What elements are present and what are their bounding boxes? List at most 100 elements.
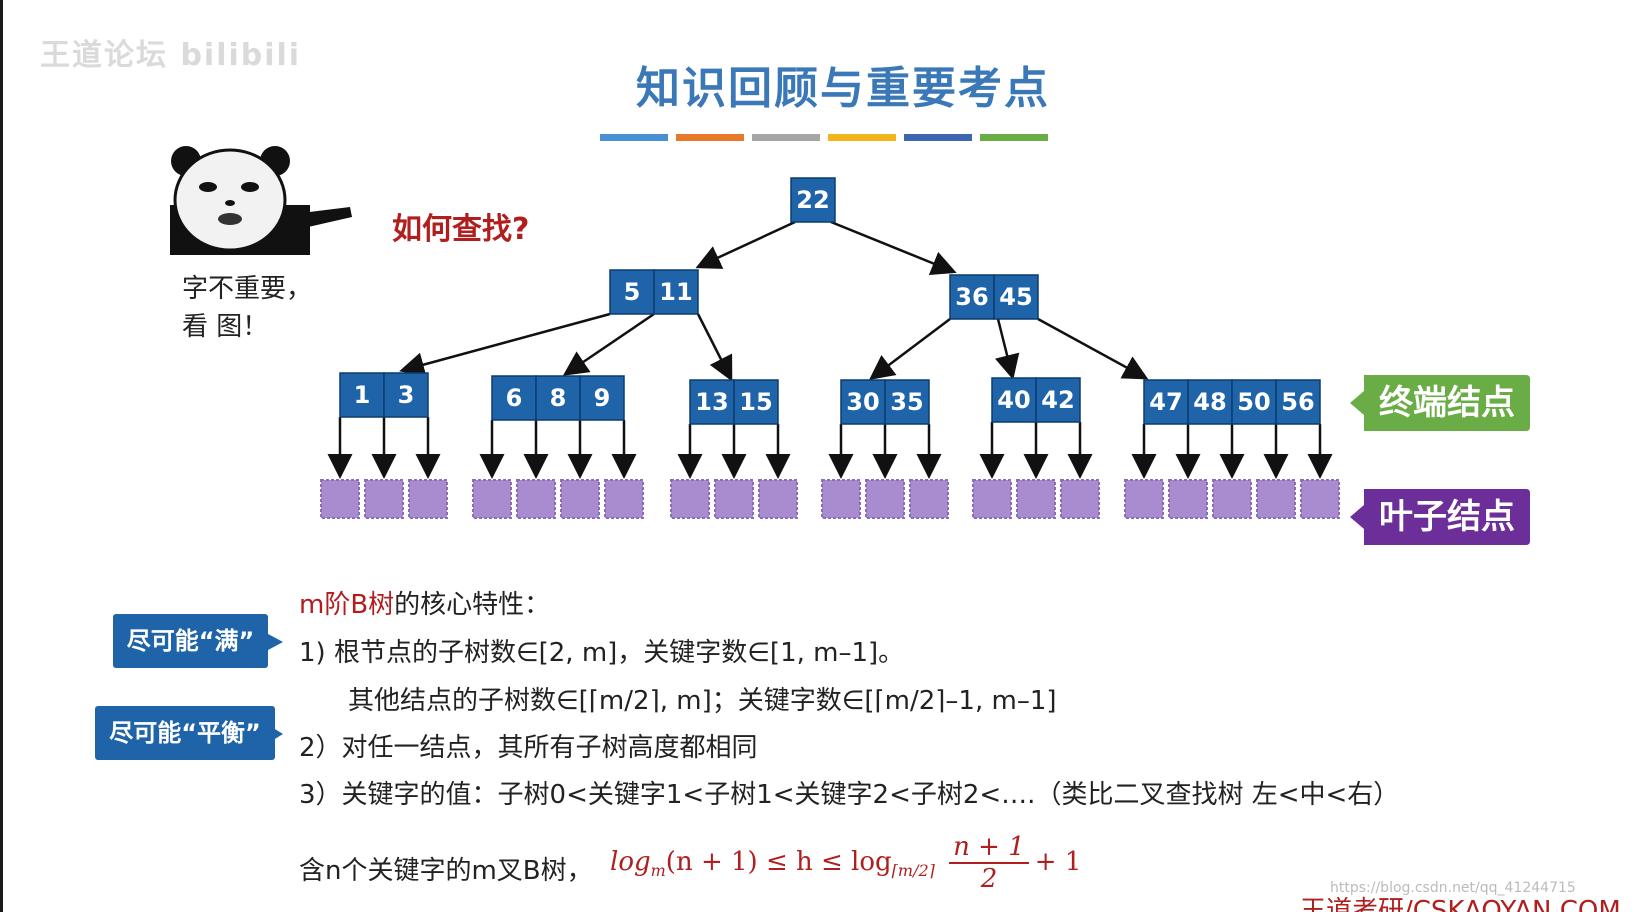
leaf-node (972, 479, 1012, 519)
search-question: 如何查找? (392, 212, 530, 247)
key-value: 47 (1149, 388, 1182, 416)
key-value: 35 (890, 388, 923, 416)
title-color-bar (600, 134, 668, 141)
height-formula: logm(n + 1) ≤ h ≤ log⌈m/2⌉ n + 1 2 + 1 (610, 832, 1081, 894)
property-2: 2）对任一结点，其所有子树高度都相同 (299, 733, 758, 763)
key-cell (491, 375, 537, 421)
formula-denominator: 2 (980, 864, 998, 894)
key-value: 42 (1041, 386, 1074, 414)
properties-heading-rest: 的核心特性： (394, 590, 551, 620)
properties-heading: m阶B树的核心特性： (299, 584, 550, 621)
property-3: 3）关键字的值：子树0<关键字1<子树1<关键字2<子树2<….（类比二叉查找树… (299, 780, 1400, 810)
leaf-node (604, 479, 644, 519)
tree-edges (327, 220, 1333, 479)
leaf-node (714, 479, 754, 519)
leaf-node (1124, 479, 1164, 519)
title-color-bar (904, 134, 972, 141)
key-cell (339, 372, 385, 418)
terminal-tag-shape (1350, 375, 1530, 431)
tree-edge (830, 220, 957, 276)
leaf-node (1060, 479, 1100, 519)
leaf-node (1256, 479, 1296, 519)
key-value: 36 (955, 283, 988, 311)
leaf-node (865, 479, 905, 519)
leaf-node (1212, 479, 1252, 519)
key-value: 6 (506, 384, 523, 412)
brand-footer: 王道考研/CSKAOYAN.COM (1300, 896, 1621, 912)
terminal-node-tag: 终端结点 (1379, 383, 1515, 423)
key-value: 15 (739, 388, 772, 416)
key-cell (689, 379, 735, 425)
leaf-node (758, 479, 798, 519)
tree-edge (695, 220, 796, 269)
key-cell (790, 177, 836, 223)
leaf-node (560, 479, 600, 519)
tree-edge (562, 312, 655, 376)
key-value: 30 (846, 388, 879, 416)
leaf-node-tag: 叶子结点 (1379, 497, 1515, 537)
leaf-node (516, 479, 556, 519)
leaf-node (1300, 479, 1340, 519)
frame-edge (0, 0, 3, 912)
leaf-node (670, 479, 710, 519)
key-value: 3 (398, 381, 415, 409)
key-cell (383, 372, 429, 418)
leaf-nodes (320, 479, 1340, 519)
key-value: 1 (354, 381, 371, 409)
formula-sub-m: m (650, 861, 666, 881)
key-cell (884, 379, 930, 425)
title-color-bar (752, 134, 820, 141)
properties-heading-red: m阶B树 (299, 590, 395, 620)
formula-prefix: 含n个关键字的m叉B树， (299, 856, 593, 886)
key-value: 13 (695, 388, 728, 416)
formula-numerator: n + 1 (949, 832, 1029, 864)
label-as-full-as-possible: 尽可能“满” (113, 614, 268, 668)
url-watermark: https://blog.csdn.net/qq_41244715 (1330, 880, 1576, 896)
property-1b: 其他结点的子树数∈[⌈m/2⌉, m]；关键字数∈[⌈m/2⌉–1, m–1] (348, 686, 1057, 716)
leaf-node (472, 479, 512, 519)
tree-edge (995, 318, 1020, 380)
internal-node-right: 36 45 (949, 274, 1039, 320)
formula-sub-ceil: ⌈m/2⌉ (891, 861, 935, 881)
leaf-node (1168, 479, 1208, 519)
title-color-bar (980, 134, 1048, 141)
key-value: 9 (594, 384, 611, 412)
key-value: 45 (999, 283, 1032, 311)
root-node: 22 (790, 177, 836, 223)
key-value: 22 (796, 186, 829, 214)
key-value: 40 (997, 386, 1030, 414)
tree-edge (1037, 317, 1149, 380)
key-value: 48 (1193, 388, 1226, 416)
leaf-node (364, 479, 404, 519)
terminal-node: 13 15 (689, 379, 779, 425)
key-cell (1231, 379, 1277, 425)
leaf-node (408, 479, 448, 519)
key-value: 56 (1281, 388, 1314, 416)
key-cell (653, 269, 699, 315)
formula-middle: (n + 1) ≤ h ≤ log (665, 847, 892, 877)
terminal-node: 30 35 (840, 379, 930, 425)
terminal-node: 40 42 (991, 377, 1081, 423)
key-cell (840, 379, 886, 425)
key-value: 50 (1237, 388, 1270, 416)
tree-edge (399, 312, 611, 377)
key-value: 8 (550, 384, 567, 412)
title-color-bar (676, 134, 744, 141)
leaf-node (909, 479, 949, 519)
formula-tail: + 1 (1034, 847, 1082, 877)
label-full-arrow (268, 634, 283, 650)
key-cell (1143, 379, 1189, 425)
formula-log-left: log (610, 847, 651, 877)
property-1a: 1) 根节点的子树数∈[2, m]，关键字数∈[1, m–1]。 (299, 638, 905, 668)
key-cell (1035, 377, 1081, 423)
key-cell (1275, 379, 1321, 425)
leaf-node (320, 479, 360, 519)
key-value: 11 (659, 278, 692, 306)
key-cell (733, 379, 779, 425)
